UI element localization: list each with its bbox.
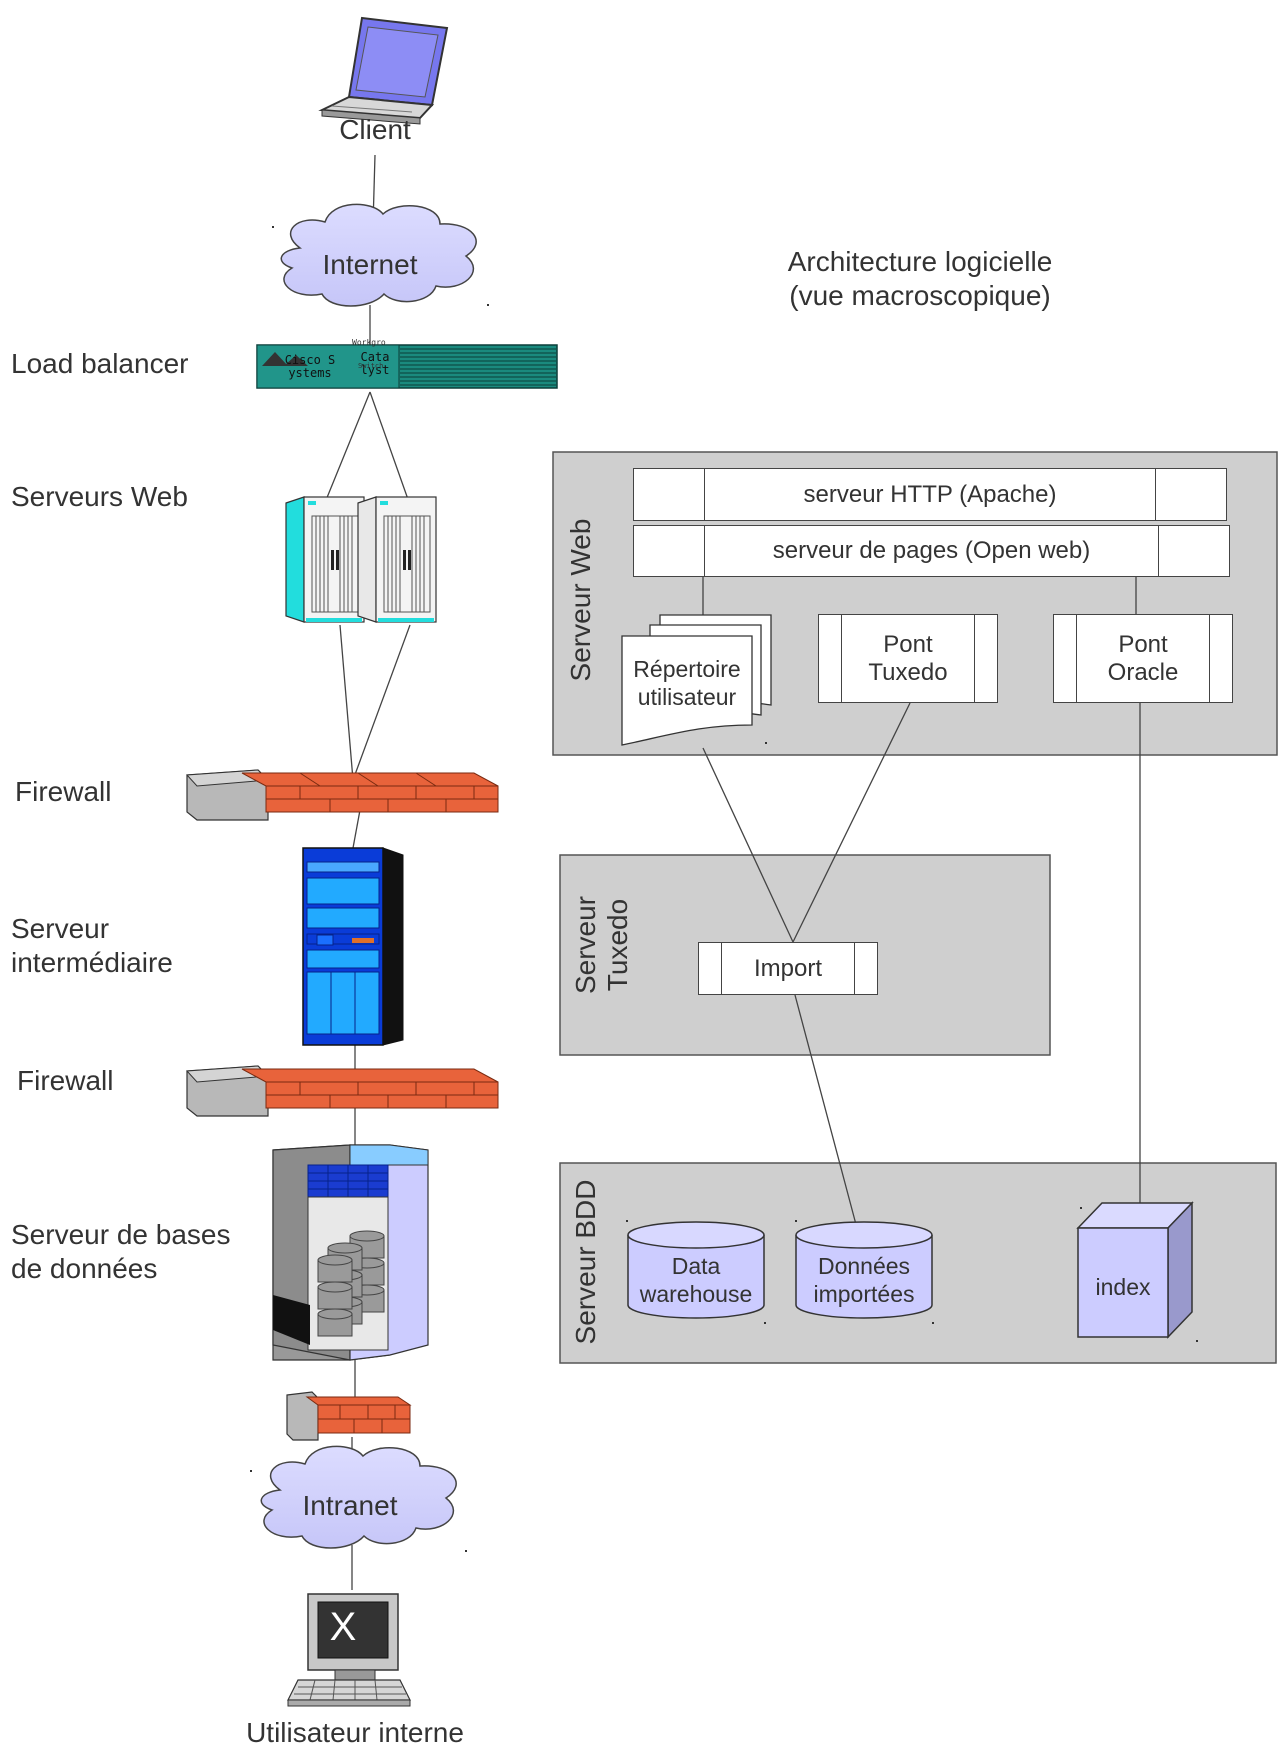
data-warehouse-line2: warehouse xyxy=(639,1281,753,1307)
user-directory-documents-icon xyxy=(621,614,772,746)
internet-cloud-icon xyxy=(280,203,477,307)
firewall-icon-3 xyxy=(286,1391,412,1441)
data-warehouse-line1: Data xyxy=(671,1253,721,1279)
internal-user-label: Utilisateur interne xyxy=(246,1717,464,1748)
data-warehouse-label: Data warehouse xyxy=(628,1252,764,1308)
switch-tiny-top: Workgro xyxy=(352,338,386,347)
switch-brand-text: Cisco S ystems xyxy=(270,354,350,380)
middle-server-label-line2: intermédiaire xyxy=(11,947,173,978)
left-connectors xyxy=(323,154,411,1590)
panel-tuxedo-label-line2: Tuxedo xyxy=(602,898,633,992)
link-import-imported xyxy=(794,994,859,1233)
user-directory-line2: utilisateur xyxy=(637,684,737,710)
web-servers-label: Serveurs Web xyxy=(11,481,188,512)
link-lb-web2 xyxy=(369,391,411,506)
user-directory-line1: Répertoire xyxy=(633,656,741,682)
load-balancer-label: Load balancer xyxy=(11,348,189,379)
laptop-icon xyxy=(318,16,449,125)
link-web2-fw xyxy=(352,624,411,781)
page-server-box: serveur de pages (Open web) xyxy=(633,525,1230,577)
panel-tuxedo-label-line1: Serveur xyxy=(570,895,601,995)
tuxedo-bridge-line1: Pont xyxy=(883,630,933,658)
db-server-label: Serveur de bases de données xyxy=(11,1218,230,1286)
internet-label: Internet xyxy=(322,249,418,280)
diagram-title-line2: (vue macroscopique) xyxy=(789,280,1051,311)
tuxedo-bridge-box: Pont Tuxedo xyxy=(818,614,998,703)
link-web1-fw xyxy=(339,624,354,781)
switch-brand-line1: Cisco S xyxy=(284,353,336,367)
middle-server-icon xyxy=(302,847,404,1046)
imported-data-cylinder-icon xyxy=(795,1221,933,1319)
link-userdir-import xyxy=(702,747,794,943)
panel-bdd-label: Serveur BDD xyxy=(570,1179,601,1345)
tuxedo-bridge-line2: Tuxedo xyxy=(868,658,948,686)
link-lb-web1 xyxy=(323,391,371,506)
data-warehouse-cylinder-icon xyxy=(627,1221,765,1319)
middle-server-label-line1: Serveur xyxy=(11,913,110,944)
stray-dots xyxy=(250,226,1198,1552)
switch-brand-line2: ystems xyxy=(288,366,332,380)
firewall-2-label: Firewall xyxy=(17,1065,114,1096)
client-label: Client xyxy=(339,114,411,145)
intranet-label: Intranet xyxy=(302,1490,398,1521)
switch-model-line1: Cata xyxy=(360,350,390,364)
link-tuxedo-import xyxy=(792,702,911,943)
intranet-cloud-icon xyxy=(260,1445,457,1549)
middle-server-label: Serveur intermédiaire xyxy=(11,912,173,980)
firewall-1-label: Firewall xyxy=(15,776,112,807)
db-server-label-line2: de données xyxy=(11,1253,158,1284)
switch-model-text: Cata lyst xyxy=(350,351,400,377)
firewall-icon-2 xyxy=(185,1065,499,1117)
imported-data-label: Données importées xyxy=(796,1252,932,1308)
index-label: index xyxy=(1095,1274,1151,1300)
right-connectors xyxy=(702,577,1141,1233)
oracle-bridge-box: Pont Oracle xyxy=(1053,614,1233,703)
diagram-title: Architecture logicielle (vue macroscopiq… xyxy=(765,245,1075,313)
panel-tuxedo-label: Serveur Tuxedo xyxy=(570,880,634,1010)
web-server-icon-2 xyxy=(357,496,437,623)
link-fw-middle xyxy=(352,809,361,849)
web-server-icon-1 xyxy=(285,496,365,623)
db-server-label-line1: Serveur de bases xyxy=(11,1219,231,1250)
http-server-label: serveur HTTP (Apache) xyxy=(803,480,1057,508)
database-server-icon xyxy=(272,1144,429,1361)
switch-model-line2: lyst xyxy=(360,363,390,377)
load-balancer-switch-icon xyxy=(256,344,558,389)
oracle-bridge-line1: Pont xyxy=(1118,630,1168,658)
panel-web-label: Serveur Web xyxy=(565,518,596,682)
http-server-box: serveur HTTP (Apache) xyxy=(633,468,1227,521)
user-directory-label: Répertoire utilisateur xyxy=(622,655,752,711)
import-box: Import xyxy=(698,942,878,995)
firewall-icon-1 xyxy=(185,769,499,821)
oracle-bridge-line2: Oracle xyxy=(1107,658,1179,686)
imported-data-line2: importées xyxy=(813,1281,915,1307)
imported-data-line1: Données xyxy=(817,1253,911,1279)
diagram-title-line1: Architecture logicielle xyxy=(787,246,1053,277)
terminal-icon xyxy=(287,1593,411,1707)
page-server-label: serveur de pages (Open web) xyxy=(772,537,1091,564)
terminal-screen-glyph: X xyxy=(329,1605,357,1649)
import-label: Import xyxy=(753,954,822,982)
switch-tiny-middle: Switch xyxy=(358,362,384,370)
index-cube-icon xyxy=(1076,1201,1194,1339)
